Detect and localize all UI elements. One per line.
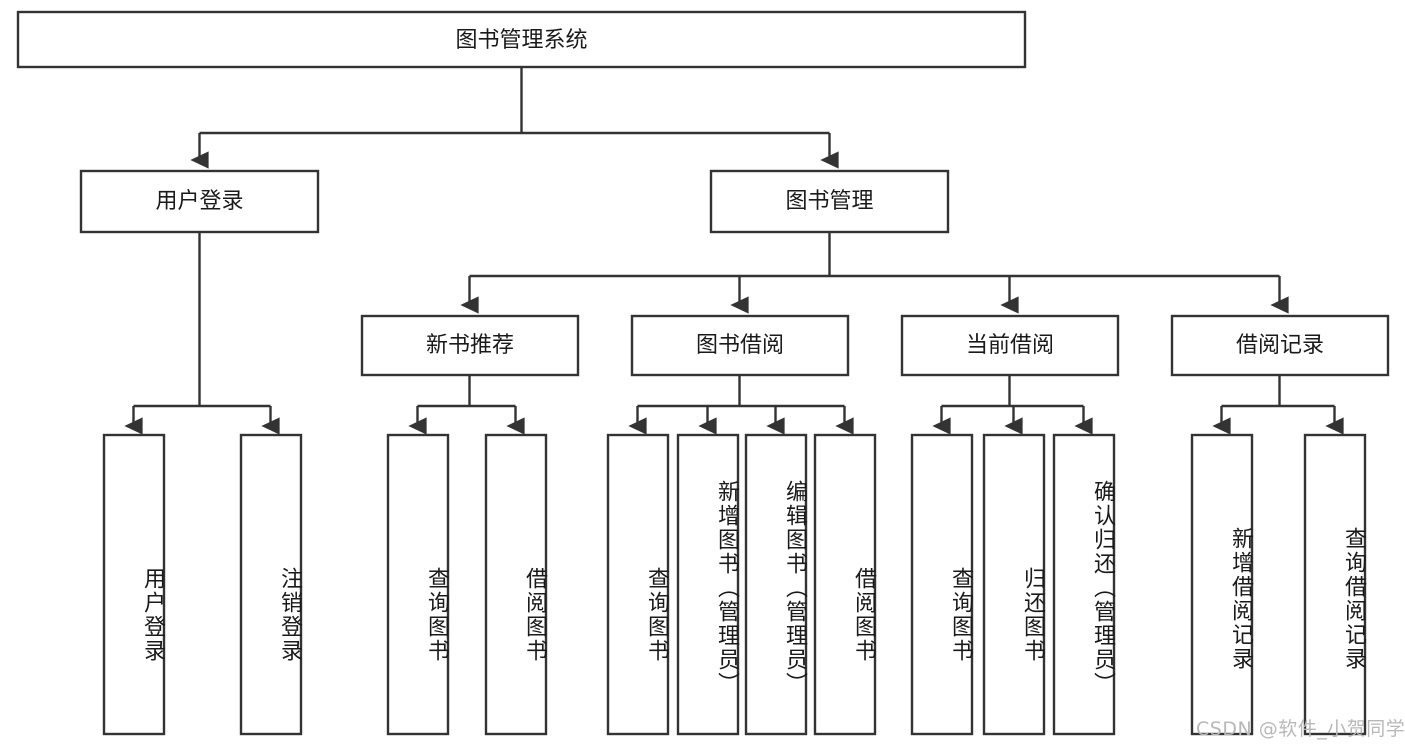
connector-group-borrow-record-to-leaves xyxy=(1212,375,1344,435)
node-book-borrow[interactable]: 图书借阅 xyxy=(630,314,850,377)
connector-group-book-borrow-to-leaves xyxy=(628,375,854,435)
leaf-box-borrow-book-recommend[interactable] xyxy=(484,433,548,736)
node-user-login[interactable]: 用户登录 xyxy=(79,169,320,234)
connector-group-new-book-recommend-to-leaves xyxy=(408,375,525,435)
node-book-borrow-label: 图书借阅 xyxy=(696,333,784,358)
node-current-borrow[interactable]: 当前借阅 xyxy=(900,314,1120,377)
connector-group-current-borrow-to-leaves xyxy=(932,375,1093,435)
node-root-box[interactable] xyxy=(16,10,1027,69)
node-book-borrow-box[interactable] xyxy=(630,314,850,377)
leaf-box-query-borrow-record[interactable] xyxy=(1303,433,1367,736)
leaf-box-return-book[interactable] xyxy=(982,433,1046,736)
node-user-login-box[interactable] xyxy=(79,169,320,234)
node-current-borrow-label: 当前借阅 xyxy=(966,333,1054,358)
leaf-box-query-book-recommend[interactable] xyxy=(386,433,450,736)
node-book-management[interactable]: 图书管理 xyxy=(709,169,950,234)
node-root[interactable]: 图书管理系统 xyxy=(16,10,1027,69)
connector-group-book-management-to-level3 xyxy=(460,232,1289,314)
node-user-login-label: 用户登录 xyxy=(155,189,243,214)
node-borrow-record-label: 借阅记录 xyxy=(1236,333,1324,358)
leaf-box-add-borrow-record[interactable] xyxy=(1190,433,1254,736)
node-current-borrow-box[interactable] xyxy=(900,314,1120,377)
connector-group-root-to-level2 xyxy=(190,67,839,169)
node-root-label: 图书管理系统 xyxy=(455,28,587,53)
leaf-box-add-book-admin[interactable] xyxy=(676,433,740,736)
leaf-box-logout-login[interactable] xyxy=(239,433,303,736)
node-book-management-label: 图书管理 xyxy=(785,189,873,214)
leaf-box-edit-book-admin[interactable] xyxy=(744,433,808,736)
leaf-box-user-login[interactable] xyxy=(102,433,166,736)
node-new-book-recommend[interactable]: 新书推荐 xyxy=(360,314,580,377)
csdn-watermark: CSDN @软件_小贺同学 xyxy=(1196,718,1405,740)
connector-group-user-login-to-leaves xyxy=(124,232,280,435)
node-borrow-record[interactable]: 借阅记录 xyxy=(1170,314,1390,377)
node-book-management-box[interactable] xyxy=(709,169,950,234)
leaf-box-query-book-borrow[interactable] xyxy=(606,433,670,736)
node-new-book-recommend-label: 新书推荐 xyxy=(426,333,514,358)
leaf-boxes xyxy=(102,433,1367,736)
leaf-box-borrow-book-borrow[interactable] xyxy=(813,433,877,736)
node-new-book-recommend-box[interactable] xyxy=(360,314,580,377)
node-borrow-record-box[interactable] xyxy=(1170,314,1390,377)
leaf-box-confirm-return-admin[interactable] xyxy=(1052,433,1116,736)
leaf-box-query-book-current[interactable] xyxy=(910,433,974,736)
